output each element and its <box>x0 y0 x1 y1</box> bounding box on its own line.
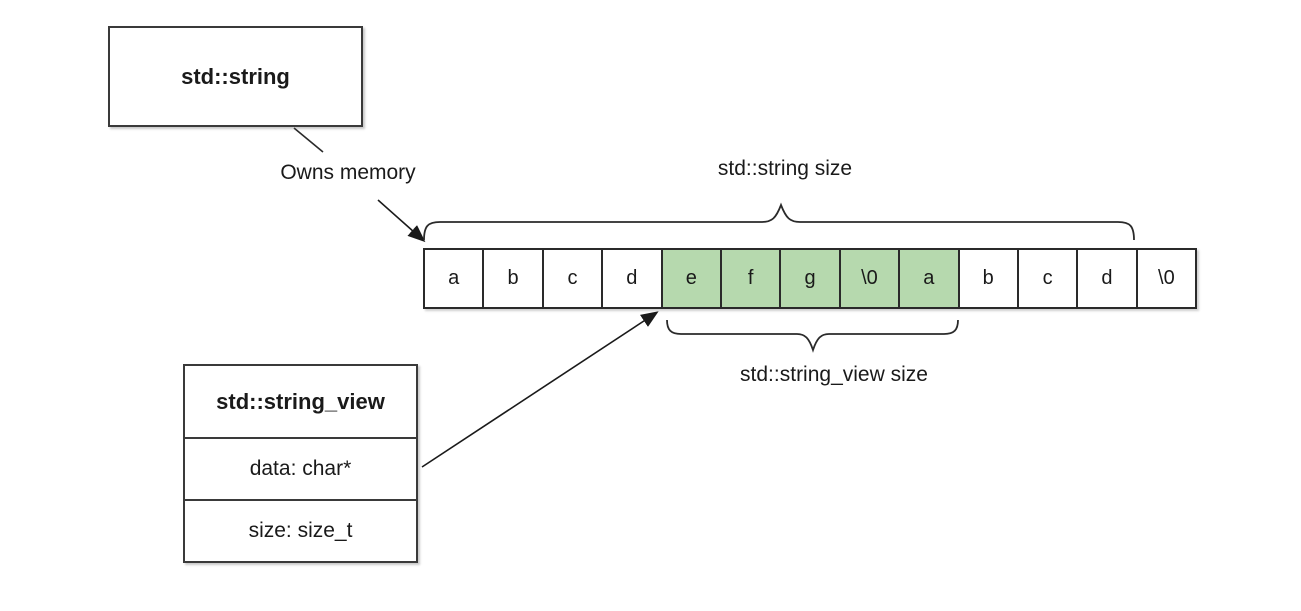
owns-memory-arrow <box>377 199 426 243</box>
array-cell: \0 <box>1137 250 1196 307</box>
string-size-label: std::string size <box>717 157 853 180</box>
string-view-size-field: size: size_t <box>248 519 353 542</box>
data-pointer-arrow <box>421 311 659 468</box>
std-string-box-title: std::string <box>181 63 290 89</box>
std-string-view-box: std::string_view data: char* size: size_… <box>183 364 418 563</box>
array-cell-highlighted: \0 <box>840 250 901 307</box>
array-cell-highlighted: g <box>781 250 841 307</box>
array-cell: b <box>484 250 544 307</box>
std-string-box: std::string <box>108 26 363 127</box>
array-cell: c <box>1018 250 1079 307</box>
array-cell-highlighted: e <box>662 250 722 307</box>
string-size-brace <box>423 202 1135 241</box>
string-view-data-field: data: char* <box>185 439 416 501</box>
string-view-size-label: std::string_view size <box>740 363 928 386</box>
array-cell: b <box>959 250 1019 307</box>
std-string-view-box-title: std::string_view <box>185 366 416 439</box>
owns-memory-label: Owns memory <box>280 161 416 184</box>
array-cell: d <box>1078 250 1138 307</box>
memory-array: a b c d e f g \0 a b c d \0 <box>423 248 1197 309</box>
array-cell: d <box>603 250 663 307</box>
array-cell: c <box>543 250 604 307</box>
string-box-connector-line <box>293 127 324 153</box>
array-cell: a <box>425 250 485 307</box>
array-cell-highlighted: f <box>721 250 782 307</box>
array-cell-highlighted: a <box>900 250 960 307</box>
string-view-size-brace <box>666 319 959 353</box>
